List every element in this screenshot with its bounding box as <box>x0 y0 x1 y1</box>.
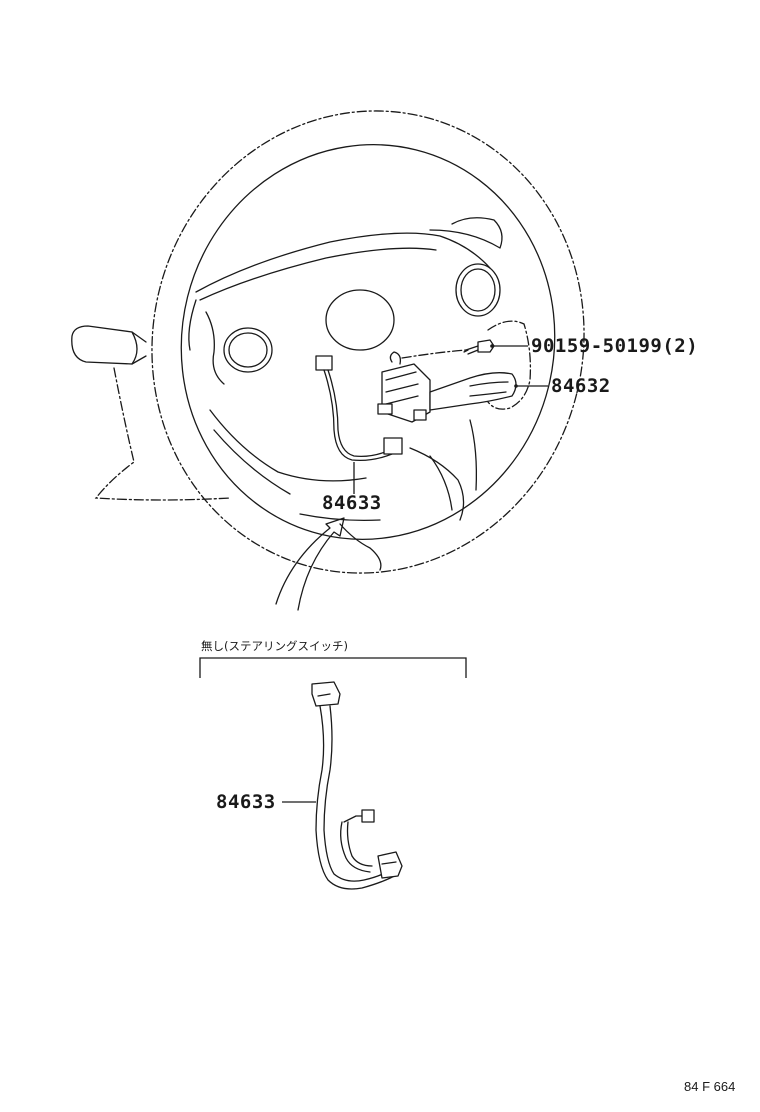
steering-wheel-inner-rim <box>180 144 556 540</box>
variant-note: 無し(ステアリングスイッチ) <box>201 639 348 653</box>
screw-bolt <box>401 339 495 359</box>
right-control-pod <box>455 263 501 317</box>
callout-harness-lower-part-number: 84633 <box>216 791 276 813</box>
wheel-spokes <box>188 217 503 521</box>
diagram-code: 84 F 664 <box>684 1079 736 1094</box>
callout-switch-part-number: 84632 <box>551 375 611 397</box>
upper-wire-harness <box>315 355 403 462</box>
center-hub-emblem <box>325 289 395 351</box>
steering-pad-switch <box>377 351 517 423</box>
steering-wheel-outer-rim <box>151 110 585 574</box>
combination-switch-stalk <box>71 325 231 501</box>
callout-harness-upper-part-number: 84633 <box>322 492 382 514</box>
left-control-pod <box>223 327 273 373</box>
callout-leaders <box>490 344 548 388</box>
callout-bolt-part-number: 90159-50199(2) <box>531 335 699 357</box>
variant-bracket <box>199 657 467 678</box>
switch-cover-outline <box>487 320 532 410</box>
lower-wire-harness <box>311 681 403 890</box>
